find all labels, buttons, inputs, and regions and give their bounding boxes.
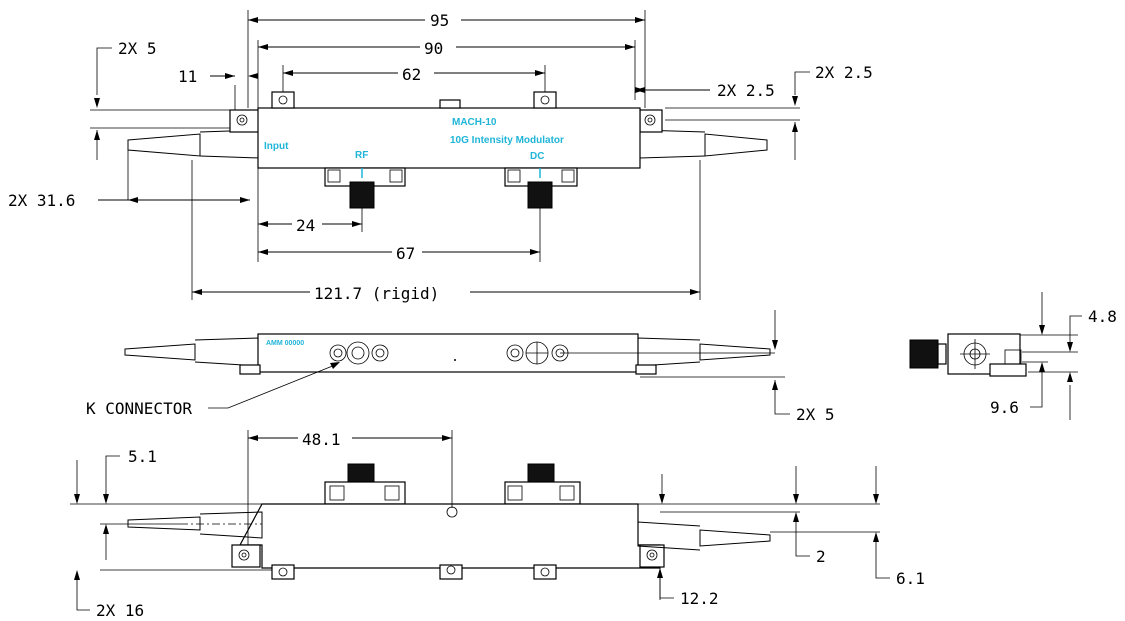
bottom-view: 48.1 5.1 2X 16 2 6.1 12.2 [70, 429, 925, 620]
rf-connector [349, 181, 375, 209]
dim-2x25-a: 2X 2.5 [717, 81, 775, 100]
dim-11: 11 [178, 67, 197, 86]
dc-connector [527, 181, 553, 209]
dim-67: 67 [396, 244, 415, 263]
dim-121-7: 121.7 (rigid) [314, 284, 439, 303]
dim-24: 24 [296, 216, 315, 235]
dim-2x16: 2X 16 [96, 601, 144, 620]
dim-48-1: 48.1 [302, 430, 341, 449]
dim-62: 62 [402, 65, 421, 84]
model-label: MACH-10 [452, 117, 497, 128]
end-view: 4.8 9.6 [909, 292, 1117, 420]
dim-2x25-b: 2X 2.5 [815, 63, 873, 82]
dim-9-6: 9.6 [990, 398, 1019, 417]
dim-5-1: 5.1 [128, 447, 157, 466]
modulator-body-top [257, 107, 641, 169]
side-label: AMM 00000 [266, 340, 304, 347]
dim-4-8: 4.8 [1088, 307, 1117, 326]
rf-label: RF [355, 150, 368, 161]
dim-2x5-top: 2X 5 [118, 39, 157, 58]
side-view: AMM 00000 2X 5 K CONNECTOR [86, 310, 835, 424]
dc-label: DC [530, 151, 544, 162]
dim-2x31-6: 2X 31.6 [8, 191, 75, 210]
dim-95: 95 [430, 11, 449, 30]
dim-12-2: 12.2 [680, 589, 719, 608]
dim-6-1: 6.1 [896, 569, 925, 588]
top-view: MACH-10 10G Intensity Modulator Input RF… [5, 10, 873, 303]
input-label: Input [264, 141, 289, 152]
dim-90: 90 [424, 39, 443, 58]
description-label: 10G Intensity Modulator [450, 135, 564, 146]
dim-2: 2 [816, 547, 826, 566]
end-connector [909, 339, 939, 369]
k-connector-label: K CONNECTOR [86, 399, 192, 418]
dim-2x5-mid: 2X 5 [796, 405, 835, 424]
